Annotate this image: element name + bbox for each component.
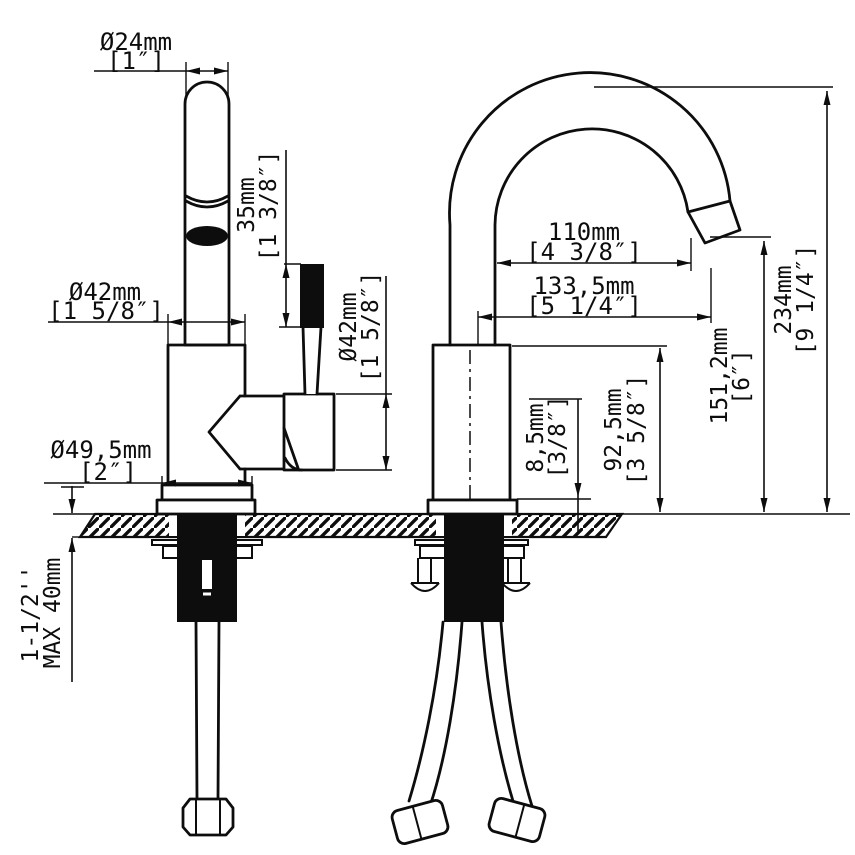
- mounting-shank: [444, 514, 504, 622]
- handle-rod-fill: [303, 327, 321, 394]
- aerator-ring: [184, 194, 230, 204]
- label-deck-thickness-mm: MAX 40mm: [40, 558, 66, 669]
- threaded-rod: [216, 620, 221, 801]
- counter-hatched-section: [77, 512, 625, 539]
- dimension-annotations: Ø24mm [1″] Ø42mm [1 5/8″] Ø49,5mm [2″] 1…: [18, 28, 833, 682]
- faucet-body-side: [166, 343, 247, 487]
- label-body-diameter-mm: Ø42mm: [69, 278, 141, 306]
- faucet-body-front: [431, 343, 512, 502]
- label-spout-reach-inch: [4 3/8″]: [526, 238, 642, 266]
- label-overall-reach-mm: 133,5mm: [533, 272, 634, 300]
- hose-end-fitting: [390, 799, 450, 845]
- label-grip-height-mm: 35mm: [234, 177, 260, 232]
- supply-hose: [407, 620, 445, 803]
- valve-cone: [207, 394, 286, 471]
- side-view-mounting: [151, 514, 263, 837]
- hex-nut: [181, 797, 235, 837]
- supply-hose: [499, 620, 534, 808]
- supply-hose: [480, 620, 515, 803]
- label-outlet-height-inch: [6″]: [729, 349, 755, 404]
- handle-rod: [301, 325, 307, 396]
- spout-tip-aerator: [686, 199, 742, 245]
- gooseneck-spout-outer: [448, 71, 732, 347]
- label-valve-diameter-inch: [1 5/8″]: [358, 272, 384, 383]
- handle-rod: [315, 325, 323, 396]
- spout-outlet: [186, 226, 228, 246]
- bolt-washer-foot: [501, 582, 531, 592]
- label-deck-thickness-inch: 1-1/2'': [18, 566, 44, 663]
- counter-hole-gap: [169, 515, 177, 536]
- counter-hole-gap: [436, 515, 444, 536]
- body-skirt: [160, 483, 254, 502]
- label-grip-height-inch: [1 3/8″]: [256, 151, 282, 262]
- label-spout-reach-mm: 110mm: [548, 218, 620, 246]
- valve-housing-detail: [282, 426, 304, 472]
- aerator-ring: [184, 199, 230, 209]
- label-handle-diameter-inch: [1″]: [107, 47, 165, 75]
- label-base-plate-height-inch: [3/8″]: [545, 395, 571, 478]
- hose-end-fitting: [487, 797, 547, 843]
- handle-grip: [300, 264, 324, 328]
- label-overall-height-inch: [9 1/4″]: [793, 245, 819, 356]
- base-plate: [426, 498, 519, 516]
- valve-housing: [282, 392, 336, 472]
- label-base-diameter-inch: [2″]: [79, 458, 137, 486]
- counter-hole-gap: [237, 515, 245, 536]
- label-outlet-height-mm: 151,2mm: [707, 328, 733, 425]
- label-body-height-inch: [3 5/8″]: [624, 375, 650, 486]
- label-handle-diameter-mm: Ø24mm: [100, 28, 172, 56]
- label-base-plate-height-mm: 8,5mm: [523, 403, 549, 472]
- supply-hose: [428, 620, 464, 808]
- label-base-diameter-mm: Ø49,5mm: [50, 436, 151, 464]
- shank-slot: [202, 560, 212, 589]
- spout-column-side: [183, 80, 231, 347]
- gooseneck-spout-inner: [493, 127, 690, 347]
- bolt-washer-foot: [410, 582, 440, 592]
- label-overall-height-mm: 234mm: [771, 265, 797, 334]
- label-body-diameter-inch: [1 5/8″]: [48, 297, 164, 325]
- label-valve-diameter-mm: Ø42mm: [336, 292, 362, 361]
- base-plate: [155, 498, 257, 516]
- threaded-rod: [194, 620, 199, 801]
- side-view-faucet: [155, 80, 336, 516]
- counter-hole-gap: [504, 515, 512, 536]
- label-body-height-mm: 92,5mm: [601, 388, 627, 471]
- label-overall-reach-inch: [5 1/4″]: [526, 292, 642, 320]
- front-view-faucet: [426, 71, 742, 516]
- front-view-mounting: [390, 514, 547, 845]
